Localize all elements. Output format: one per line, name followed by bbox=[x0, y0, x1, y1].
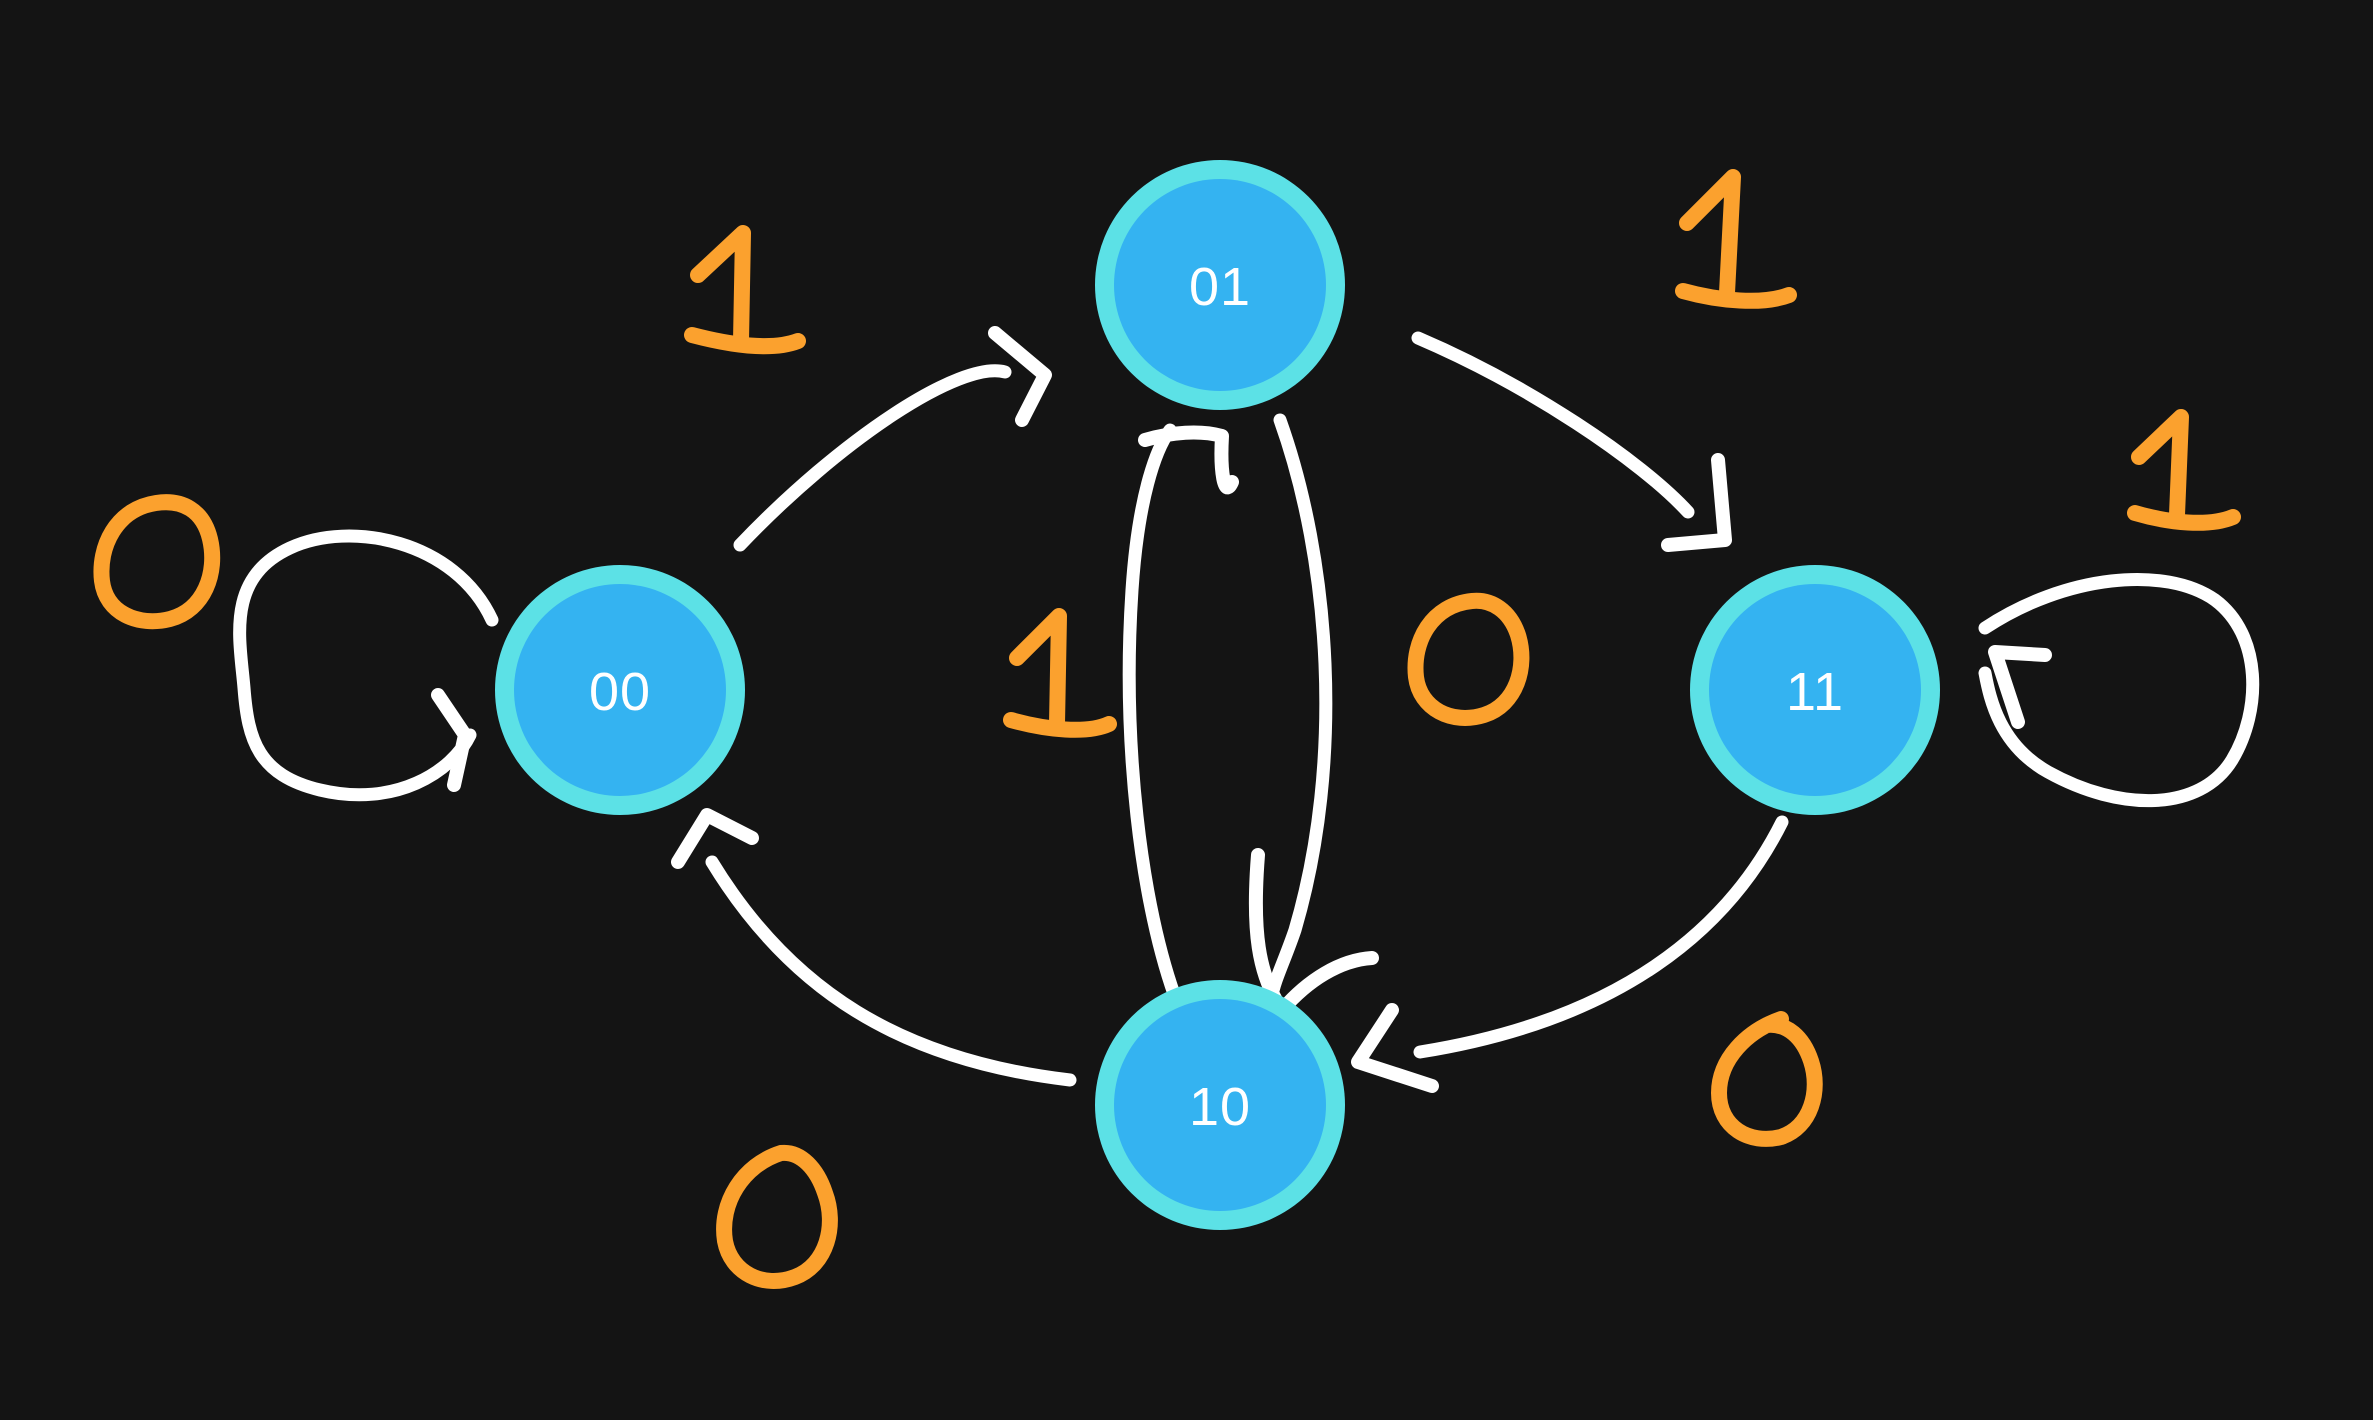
arrowhead-icon bbox=[1661, 453, 1732, 552]
edge-10-to-00[interactable] bbox=[671, 808, 1077, 1087]
arrowhead-icon bbox=[988, 326, 1052, 427]
edge-01-to-11[interactable] bbox=[1411, 331, 1732, 552]
digit-zero-glyph bbox=[1407, 592, 1530, 726]
state-node-00[interactable]: 00 bbox=[495, 565, 745, 815]
arrowhead-icon bbox=[1988, 645, 2052, 729]
digit-one-base bbox=[684, 327, 806, 355]
state-node-11[interactable]: 11 bbox=[1690, 565, 1940, 815]
state-node-label: 00 bbox=[589, 662, 651, 722]
state-node-fill bbox=[514, 584, 726, 796]
edge-11-to-11[interactable] bbox=[1978, 573, 2260, 808]
edge-11-to-10[interactable] bbox=[1351, 815, 1789, 1093]
digit-one-stem bbox=[690, 225, 751, 349]
edge-path bbox=[1122, 423, 1185, 1012]
state-node-label: 01 bbox=[1189, 257, 1251, 317]
edge-label-01-to-10 bbox=[1407, 592, 1530, 726]
digit-one-base bbox=[2127, 505, 2241, 531]
edge-00-to-01[interactable] bbox=[733, 326, 1052, 552]
edge-label-10-to-00 bbox=[716, 1144, 838, 1289]
edge-path bbox=[705, 855, 1077, 1087]
state-node-fill bbox=[1709, 584, 1921, 796]
arrowhead-icon bbox=[671, 808, 759, 869]
digit-zero-glyph bbox=[93, 494, 221, 630]
edge-path bbox=[1413, 815, 1789, 1059]
digit-zero-glyph bbox=[1711, 1011, 1823, 1147]
digit-one-base bbox=[1675, 283, 1797, 309]
state-node-10[interactable]: 10 bbox=[1095, 980, 1345, 1230]
edge-label-00-to-00 bbox=[93, 494, 221, 630]
digit-one-stem bbox=[2131, 409, 2189, 523]
edge-label-00-to-01 bbox=[684, 225, 806, 355]
edge-path bbox=[733, 364, 1012, 552]
edge-00-to-00[interactable] bbox=[233, 529, 499, 802]
state-node-label: 11 bbox=[1786, 662, 1844, 722]
edge-label-10-to-01 bbox=[1003, 608, 1117, 738]
digit-one-base bbox=[1003, 712, 1117, 738]
edge-10-to-01[interactable] bbox=[1122, 423, 1239, 1012]
edge-label-01-to-11 bbox=[1675, 169, 1797, 309]
edge-01-to-10[interactable] bbox=[1248, 413, 1379, 1029]
arrowhead-icon bbox=[1138, 425, 1239, 495]
state-node-01[interactable]: 01 bbox=[1095, 160, 1345, 410]
edge-path bbox=[1411, 331, 1695, 519]
digit-one-stem bbox=[1009, 608, 1067, 732]
arrowhead-icon bbox=[431, 688, 472, 792]
edge-path bbox=[233, 529, 499, 802]
digit-zero-glyph bbox=[716, 1144, 838, 1289]
edge-label-11-to-11 bbox=[2127, 409, 2241, 531]
edge-path bbox=[1978, 573, 2260, 808]
digit-one-stem bbox=[1679, 169, 1741, 301]
state-node-fill bbox=[1114, 179, 1326, 391]
edge-label-11-to-10 bbox=[1711, 1011, 1823, 1147]
state-node-label: 10 bbox=[1189, 1077, 1251, 1137]
state-node-fill bbox=[1114, 999, 1326, 1211]
arrowhead-icon bbox=[1351, 1003, 1439, 1093]
edge-path bbox=[1264, 413, 1333, 1029]
